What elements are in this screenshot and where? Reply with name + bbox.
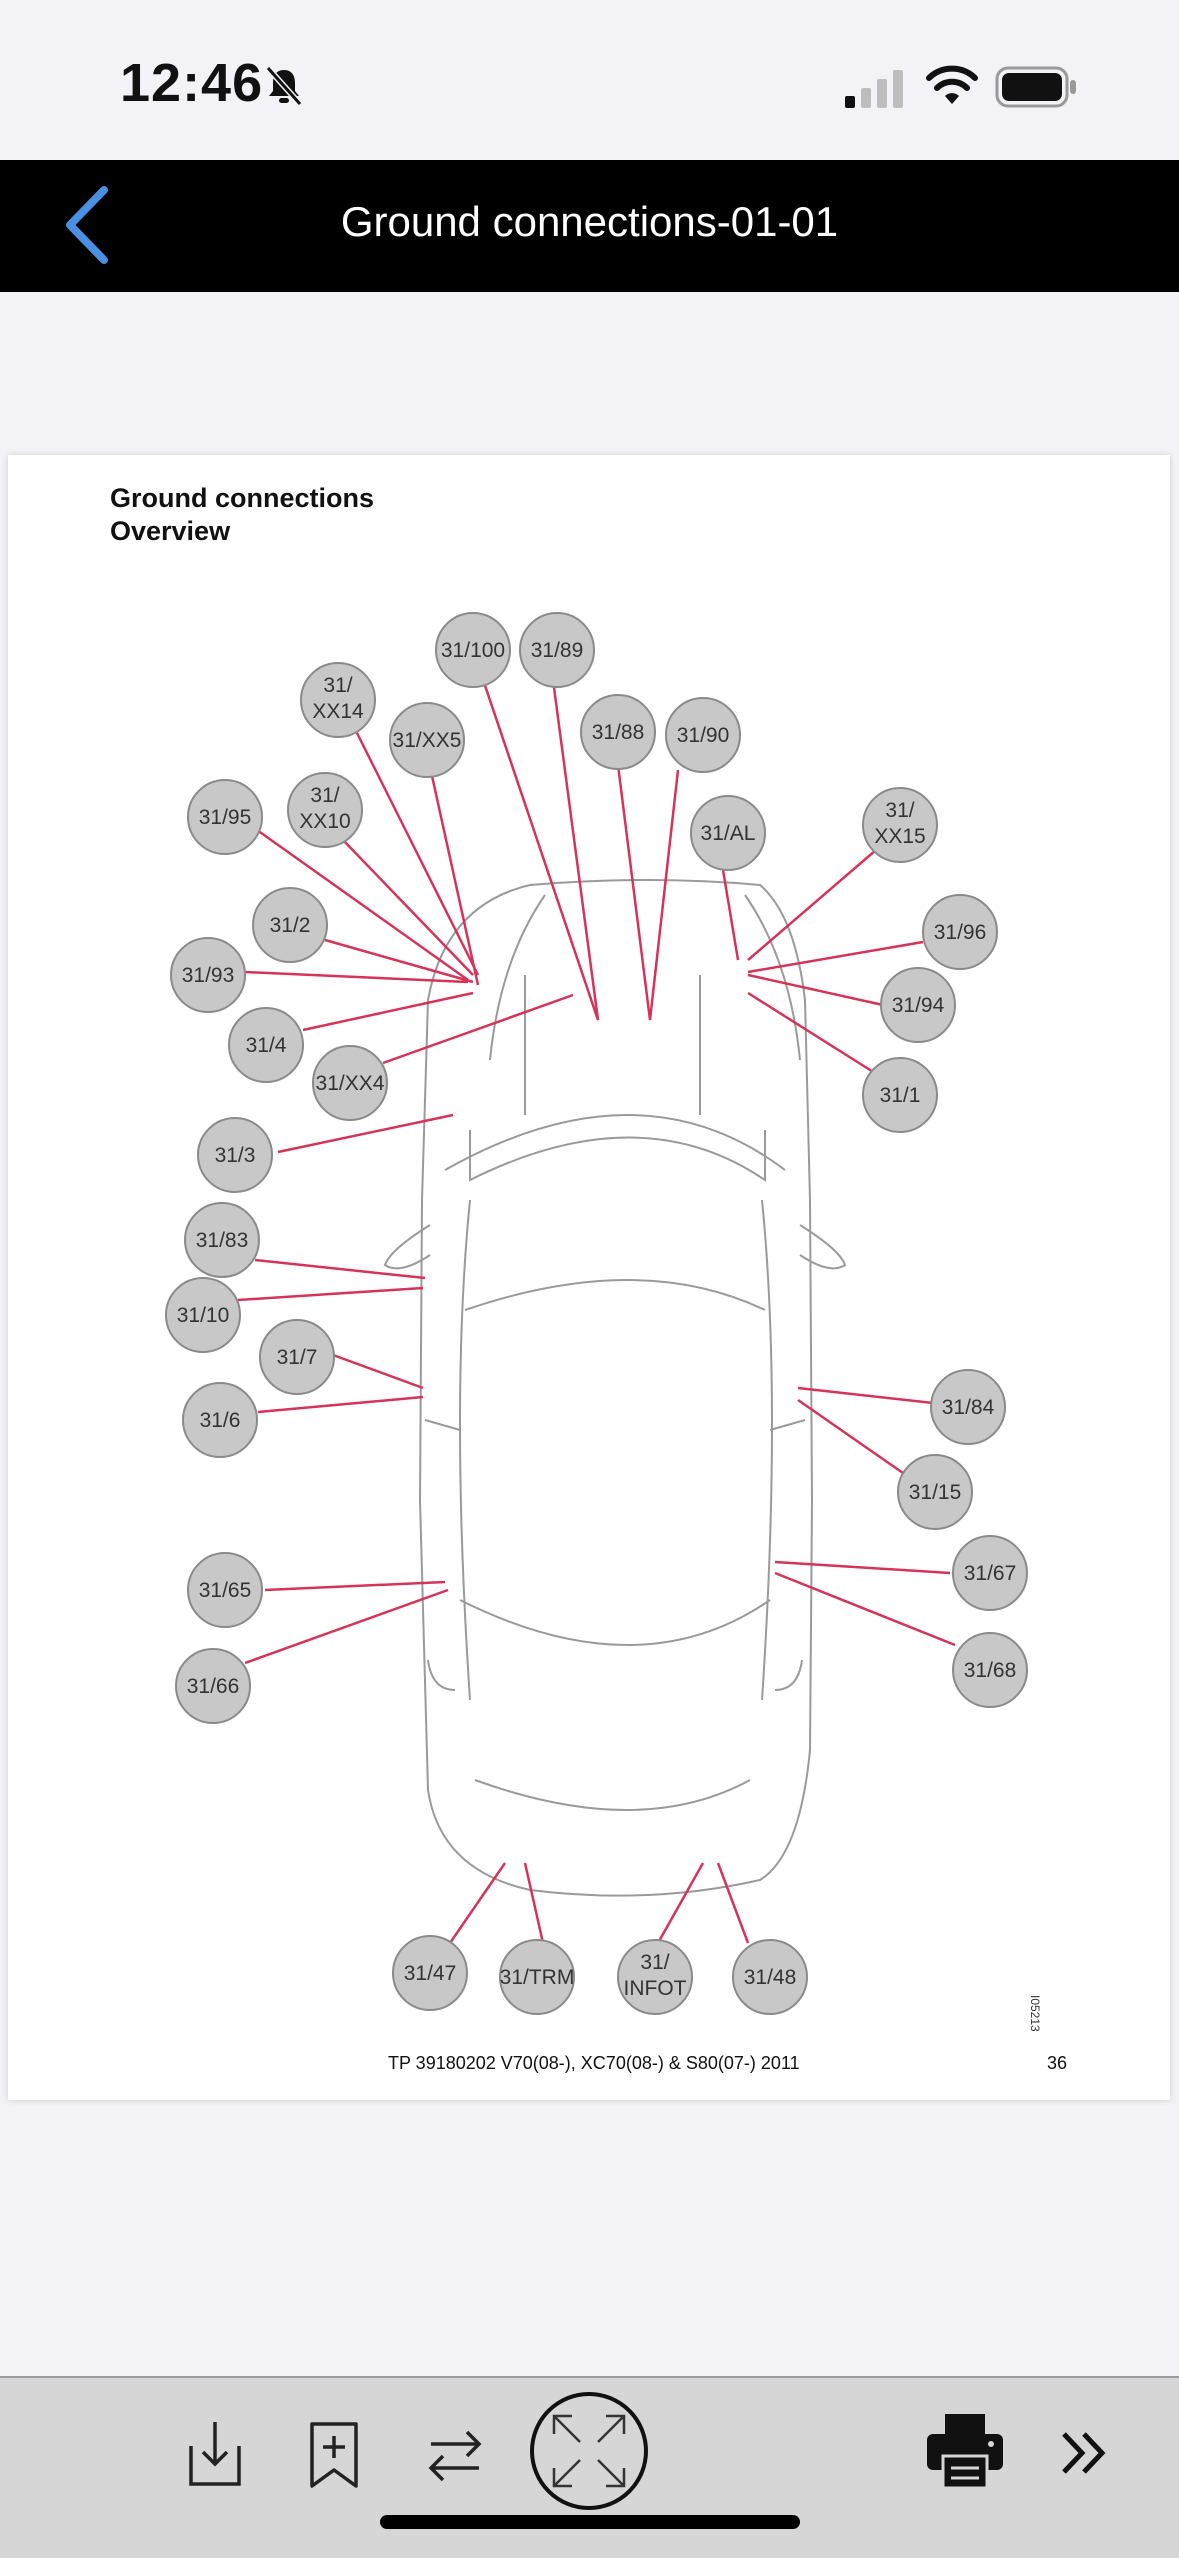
connector-label: 31/AL bbox=[701, 822, 756, 845]
swap-icon[interactable] bbox=[425, 2426, 485, 2486]
callout-circle bbox=[187, 779, 263, 855]
page-title: Ground connections-01-01 bbox=[340, 198, 839, 245]
callout-circle bbox=[499, 1939, 575, 2015]
connector-label: 31/XX4 bbox=[316, 1072, 385, 1095]
bookmark-add-icon[interactable] bbox=[308, 2420, 360, 2490]
connector-label: 31/1 bbox=[880, 1084, 921, 1107]
connector-label: 31/7 bbox=[277, 1346, 318, 1369]
connector-label: 31/6 bbox=[200, 1409, 241, 1432]
connector-label: 31/XX10 bbox=[299, 784, 350, 833]
connector-label: 31/100 bbox=[441, 639, 505, 662]
image-code: I05213 bbox=[1028, 1995, 1042, 2032]
callout-circle bbox=[300, 662, 376, 738]
callout-circle bbox=[862, 1057, 938, 1133]
callout-circle bbox=[182, 1382, 258, 1458]
callout-circle bbox=[389, 702, 465, 778]
callout-circle bbox=[259, 1319, 335, 1395]
connector-label: 31/95 bbox=[199, 806, 252, 829]
callout-circle bbox=[392, 1935, 468, 2011]
more-icon[interactable] bbox=[1058, 2428, 1110, 2478]
connector-label: 31/67 bbox=[964, 1562, 1017, 1585]
callout-circle bbox=[897, 1454, 973, 1530]
connector-label: 31/XX14 bbox=[312, 674, 364, 723]
callout-circle bbox=[952, 1535, 1028, 1611]
back-chevron-icon[interactable] bbox=[58, 180, 118, 270]
print-icon[interactable] bbox=[925, 2412, 1005, 2490]
connector-label: 31/INFOT bbox=[624, 1951, 687, 2000]
document-title: Ground connections bbox=[110, 483, 375, 513]
connector-label: 31/68 bbox=[964, 1659, 1017, 1682]
connector-label: 31/10 bbox=[177, 1304, 230, 1327]
callout-circle bbox=[187, 1552, 263, 1628]
connector-label: 31/65 bbox=[199, 1579, 252, 1602]
connector-label: 31/88 bbox=[592, 721, 645, 744]
callout-circle bbox=[197, 1117, 273, 1193]
connector-label: 31/TRM bbox=[500, 1966, 575, 1989]
connector-label: 31/XX15 bbox=[874, 799, 925, 848]
callout-circle bbox=[732, 1939, 808, 2015]
page-number: 36 bbox=[1047, 2053, 1068, 2073]
callout-circle bbox=[165, 1277, 241, 1353]
callout-circle bbox=[580, 694, 656, 770]
callout-circle bbox=[617, 1939, 693, 2015]
callout-circle bbox=[287, 772, 363, 848]
callout-circle bbox=[952, 1632, 1028, 1708]
callout-circle bbox=[175, 1648, 251, 1724]
document-heading: Ground connections Overview bbox=[110, 482, 374, 548]
leader-lines bbox=[237, 649, 956, 1944]
connector-label: 31/XX5 bbox=[393, 729, 462, 752]
document-footer: TP 39180202 V70(08-), XC70(08-) & S80(07… bbox=[388, 2053, 800, 2073]
callout-circle bbox=[862, 787, 938, 863]
callout-circle bbox=[184, 1202, 260, 1278]
wifi-icon bbox=[926, 65, 978, 104]
callout-circle bbox=[880, 967, 956, 1043]
callout-circle bbox=[690, 795, 766, 871]
connector-labels: 31/100 31/89 31/XX14 31/XX5 31/88 31/90 … bbox=[177, 639, 1017, 2000]
home-indicator bbox=[380, 2515, 800, 2529]
car-outline bbox=[383, 879, 847, 1897]
connector-label: 31/2 bbox=[270, 914, 311, 937]
callout-circle bbox=[435, 612, 511, 688]
connector-label: 31/66 bbox=[187, 1675, 240, 1698]
callout-circle bbox=[252, 887, 328, 963]
connector-label: 31/15 bbox=[909, 1481, 962, 1504]
fullscreen-icon[interactable] bbox=[528, 2390, 650, 2512]
connector-callouts bbox=[165, 612, 1028, 2015]
connector-label: 31/90 bbox=[677, 724, 730, 747]
navigation-bar bbox=[0, 160, 1179, 292]
callout-circle bbox=[665, 697, 741, 773]
cellular-signal-icon bbox=[845, 70, 903, 108]
connector-label: 31/89 bbox=[531, 639, 584, 662]
connector-label: 31/3 bbox=[215, 1144, 256, 1167]
connector-label: 31/4 bbox=[246, 1034, 287, 1057]
status-bar bbox=[0, 0, 1179, 160]
connector-label: 31/94 bbox=[892, 994, 945, 1017]
status-time: 12:46 bbox=[120, 53, 264, 113]
download-icon[interactable] bbox=[185, 2418, 245, 2488]
callout-circle bbox=[519, 612, 595, 688]
connector-label: 31/84 bbox=[942, 1396, 995, 1419]
bell-muted-icon bbox=[265, 66, 303, 106]
connector-label: 31/83 bbox=[196, 1229, 249, 1252]
connector-label: 31/93 bbox=[182, 964, 235, 987]
callout-circle bbox=[170, 937, 246, 1013]
connector-label: 31/96 bbox=[934, 921, 987, 944]
connector-label: 31/48 bbox=[744, 1966, 797, 1989]
battery-icon bbox=[995, 66, 1076, 108]
connector-label: 31/47 bbox=[404, 1962, 457, 1985]
callout-circle bbox=[922, 894, 998, 970]
callout-circle bbox=[312, 1045, 388, 1121]
callout-circle bbox=[930, 1369, 1006, 1445]
document-subtitle: Overview bbox=[110, 516, 231, 546]
callout-circle bbox=[228, 1007, 304, 1083]
